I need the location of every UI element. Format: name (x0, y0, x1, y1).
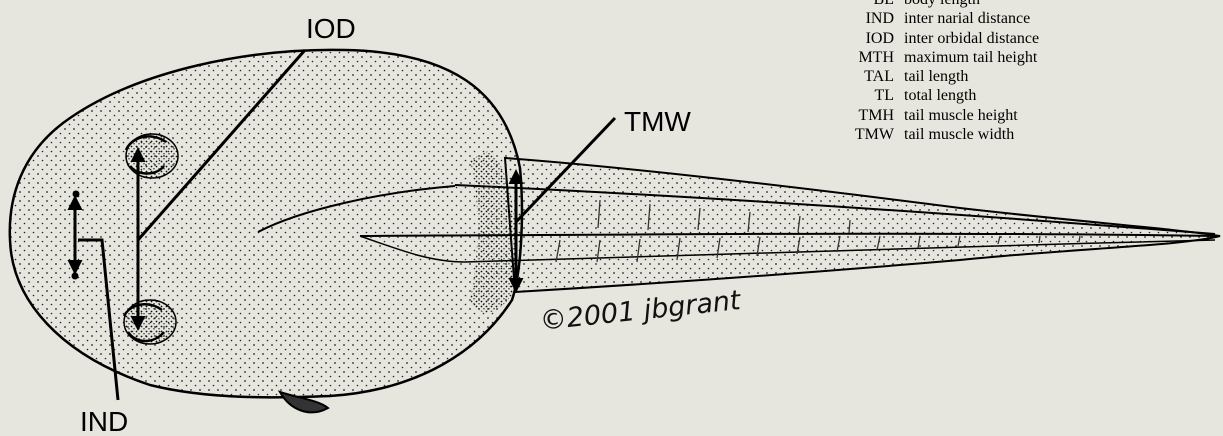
tadpole-tail (505, 158, 1220, 292)
legend-description: maximum tail height (904, 48, 1037, 67)
legend-description: tail muscle width (904, 125, 1014, 144)
legend-abbreviation: TL (838, 86, 904, 105)
eye-lower (124, 300, 176, 344)
callout-ind: IND (80, 406, 128, 436)
callout-tmw: TMW (624, 106, 691, 137)
legend-row: BLbody length (838, 0, 1039, 9)
legend-description: tail muscle height (904, 106, 1018, 125)
legend-description: inter narial distance (904, 9, 1030, 28)
legend-description: total length (904, 86, 976, 105)
abbreviation-legend: BLbody lengthINDinter narial distanceIOD… (838, 0, 1039, 144)
eye-upper (126, 134, 178, 178)
legend-abbreviation: IND (838, 9, 904, 28)
naris-lower (72, 273, 79, 280)
legend-abbreviation: BL (838, 0, 904, 9)
legend-description: tail length (904, 67, 968, 86)
legend-description: inter orbidal distance (904, 29, 1039, 48)
legend-abbreviation: IOD (838, 29, 904, 48)
callout-iod: IOD (306, 13, 356, 44)
legend-abbreviation: TMW (838, 125, 904, 144)
naris-upper (73, 191, 80, 198)
legend-description: body length (904, 0, 980, 9)
legend-abbreviation: TMH (838, 106, 904, 125)
tadpole-body (10, 50, 522, 397)
legend-abbreviation: MTH (838, 48, 904, 67)
legend-abbreviation: TAL (838, 67, 904, 86)
